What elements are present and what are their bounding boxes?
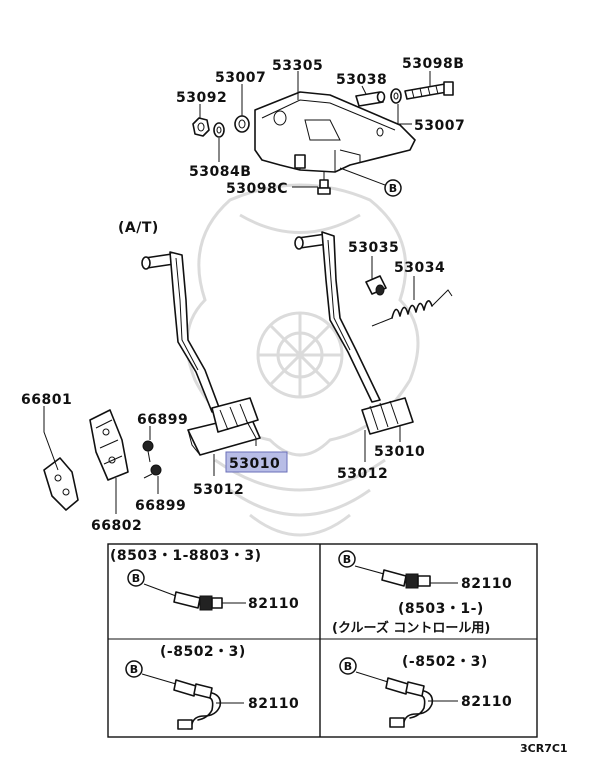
box2-part: 82110 xyxy=(461,576,512,592)
label-53010a-highlight: 53010 xyxy=(225,451,288,473)
spring-53034 xyxy=(371,289,453,327)
stopper-53035 xyxy=(365,275,387,296)
svg-text:B: B xyxy=(132,572,140,585)
stop-lamp-switch-table xyxy=(107,543,538,738)
leader-53010a xyxy=(245,419,257,446)
diagram-code: 3CR7C1 xyxy=(520,742,568,755)
label-53084b: 53084B xyxy=(189,164,251,180)
washer-53084b xyxy=(213,122,225,138)
pedal-bracket-53305 xyxy=(254,91,416,173)
switch-82110-box2 xyxy=(354,565,431,589)
svg-text:B: B xyxy=(344,660,352,673)
switch-82110-box3 xyxy=(141,673,222,730)
svg-text:B: B xyxy=(130,663,138,676)
label-66899b: 66899 xyxy=(135,498,186,514)
label-53035: 53035 xyxy=(348,240,399,256)
label-53092: 53092 xyxy=(176,90,227,106)
label-53012a: 53012 xyxy=(193,482,244,498)
ref-b-circle-box3: B xyxy=(125,660,143,678)
box3-part: 82110 xyxy=(248,696,299,712)
switch-82110-box1 xyxy=(143,583,223,611)
box4-part: 82110 xyxy=(461,694,512,710)
svg-text:B: B xyxy=(343,553,351,566)
leader-53038 xyxy=(361,85,367,95)
label-53305: 53305 xyxy=(272,58,323,74)
box3-range: (-8502・3) xyxy=(160,644,246,660)
label-66801: 66801 xyxy=(21,392,72,408)
box2-note: (クルーズ コントロール用) xyxy=(332,620,490,636)
box1-range: (8503・1-8803・3) xyxy=(110,548,262,564)
ref-b-circle-box2: B xyxy=(338,550,356,568)
ref-b-circle-top: B xyxy=(384,179,402,197)
ref-b-circle-box4: B xyxy=(339,657,357,675)
brake-pedal-at xyxy=(141,251,261,456)
switch-82110-box4 xyxy=(355,671,434,728)
leader-66801 xyxy=(43,406,59,471)
label-53010b: 53010 xyxy=(374,444,425,460)
bracket-66801 xyxy=(43,457,79,511)
holder-66802 xyxy=(89,409,129,481)
washer-53007-right xyxy=(390,88,402,104)
label-53007b: 53007 xyxy=(414,118,465,134)
label-53010a: 53010 xyxy=(229,456,280,472)
label-at: (A/T) xyxy=(118,220,159,236)
label-53098c: 53098C xyxy=(226,181,288,197)
label-53098b: 53098B xyxy=(402,56,464,72)
screw-66899-lower xyxy=(143,464,162,479)
screw-66899-upper xyxy=(142,440,154,463)
label-53012b: 53012 xyxy=(337,466,388,482)
ref-b-circle-box1: B xyxy=(127,569,145,587)
label-53034: 53034 xyxy=(394,260,445,276)
washer-53007-left xyxy=(234,115,250,133)
leader-53007b xyxy=(397,104,412,125)
label-66802: 66802 xyxy=(91,518,142,534)
bushing-53038 xyxy=(355,91,386,107)
box4-range: (-8502・3) xyxy=(402,654,488,670)
label-53007a: 53007 xyxy=(215,70,266,86)
svg-text:B: B xyxy=(389,182,397,195)
bolt-53098b xyxy=(404,81,454,100)
bolt-53098c xyxy=(317,172,331,195)
nut-53092 xyxy=(192,117,210,137)
label-66899a: 66899 xyxy=(137,412,188,428)
leader-ref-b-top xyxy=(339,167,386,186)
box2-range: (8503・1-) xyxy=(398,601,484,617)
label-53038: 53038 xyxy=(336,72,387,88)
box1-part: 82110 xyxy=(248,596,299,612)
